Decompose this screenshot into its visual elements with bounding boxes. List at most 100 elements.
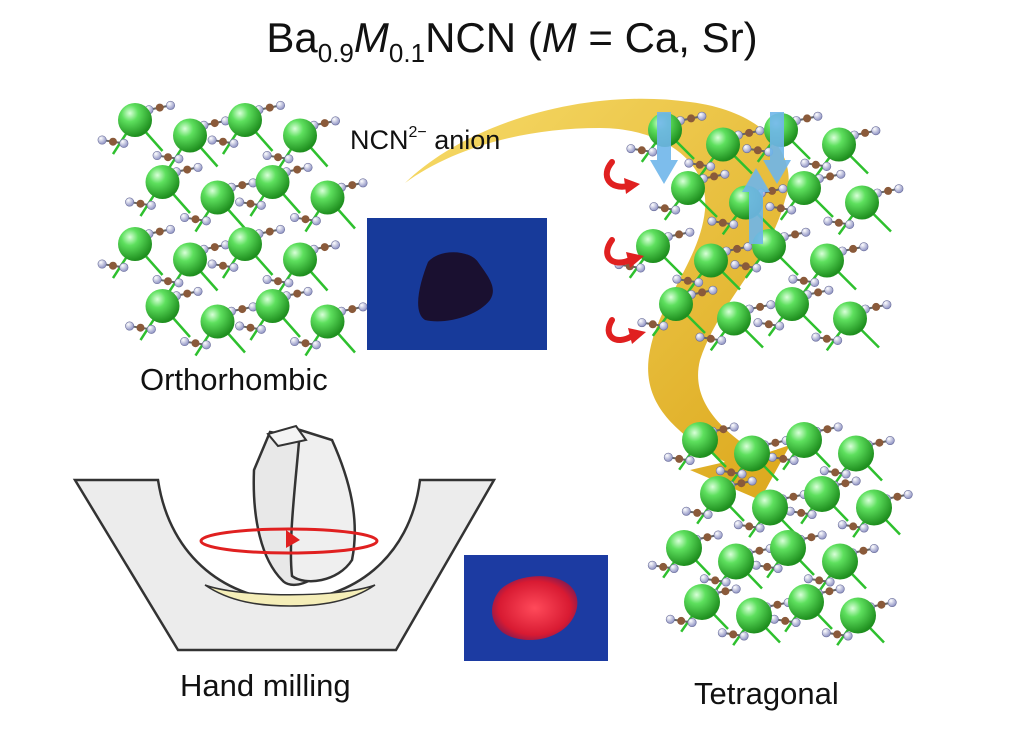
nitrogen-atom [207, 135, 217, 145]
ba-atom [787, 171, 821, 205]
carbon-atom [293, 165, 302, 174]
nitrogen-atom [737, 469, 747, 479]
ba-atom [736, 597, 772, 634]
carbon-atom [781, 616, 790, 625]
carbon-atom [791, 230, 800, 239]
carbon-atom [797, 508, 806, 517]
nitrogen-atom [685, 227, 695, 237]
rotation-arrows [603, 159, 646, 344]
carbon-atom [733, 244, 742, 253]
carbon-atom [729, 630, 738, 639]
nitrogen-atom [833, 422, 843, 432]
carbon-atom [683, 276, 692, 285]
nitrogen-atom [885, 436, 895, 446]
nitrogen-atom [824, 285, 834, 295]
carbon-atom [246, 199, 255, 208]
carbon-atom [677, 616, 686, 625]
carbon-atom [698, 288, 707, 297]
nitrogen-atom [717, 335, 727, 345]
carbon-atom [803, 114, 812, 123]
carbon-atom [210, 119, 219, 128]
carbon-atom [814, 288, 823, 297]
ba-atom [717, 301, 751, 336]
nitrogen-atom [303, 286, 313, 296]
carbon-atom [660, 204, 669, 213]
ba-atom [310, 180, 345, 215]
ba-atom [706, 127, 740, 162]
nitrogen-atom [311, 340, 321, 350]
nitrogen-atom [256, 200, 266, 210]
ba-atom [228, 227, 262, 261]
ba-atom [700, 476, 736, 512]
nitrogen-atom [752, 263, 762, 273]
nitrogen-atom [766, 300, 776, 310]
carbon-atom [183, 289, 192, 298]
rotation-ellipse [199, 527, 379, 555]
carbon-atom [648, 320, 657, 329]
nitrogen-atom [882, 300, 892, 310]
nitrogen-atom [180, 337, 190, 347]
transition-curved-arrow-icon [405, 98, 790, 500]
nitrogen-atom [703, 510, 713, 520]
carbon-atom [841, 479, 850, 488]
nitrogen-atom [707, 216, 717, 226]
nitrogen-atom [887, 598, 897, 608]
ba-atom [666, 530, 702, 566]
tetragonal-crystal-structure [647, 422, 913, 646]
nitrogen-atom [201, 216, 211, 226]
rotation-arrowhead-icon [628, 328, 646, 344]
carbon-atom [274, 153, 282, 162]
nitrogen-atom [715, 466, 725, 476]
nitrogen-atom [207, 259, 217, 269]
nitrogen-atom [869, 544, 879, 554]
carbon-atom [727, 468, 736, 477]
nitrogen-atom [708, 285, 718, 295]
carbon-atom [773, 600, 782, 609]
nitrogen-atom [713, 530, 723, 540]
carbon-atom [274, 277, 282, 286]
carbon-atom [238, 305, 247, 314]
carbon-atom [155, 103, 164, 112]
nitrogen-atom [193, 286, 203, 296]
carbon-atom [136, 199, 145, 208]
carbon-atom [191, 215, 200, 224]
nitrogen-atom [817, 530, 827, 540]
hand-milling-label: Hand milling [180, 668, 351, 703]
carbon-atom [745, 128, 754, 137]
nitrogen-atom [755, 523, 765, 533]
shift-arrows [650, 112, 791, 244]
nitrogen-atom [747, 476, 757, 486]
nitrogen-atom [729, 219, 739, 229]
nitrogen-atom [800, 158, 810, 168]
carbon-atom [745, 522, 754, 531]
nitrogen-atom [166, 224, 176, 234]
ba-atom [145, 289, 180, 323]
carbon-atom [799, 276, 808, 285]
nitrogen-atom [681, 506, 691, 516]
nitrogen-atom [303, 162, 313, 172]
down-arrow-icon [763, 112, 791, 184]
nitrogen-atom [193, 162, 203, 172]
nitrogen-atom [730, 260, 740, 270]
nitrogen-atom [765, 202, 775, 212]
carbon-atom [771, 438, 780, 447]
carbon-atom [753, 146, 762, 155]
carbon-atom [706, 334, 715, 343]
carbon-atom [831, 468, 840, 477]
ba-atom [283, 118, 317, 153]
carbon-atom [695, 160, 704, 169]
ba-atom [788, 584, 824, 620]
rotation-arrow-icon [603, 159, 631, 190]
carbon-atom [693, 508, 702, 517]
figure-title: Ba0.9M0.1NCN (M = Ca, Sr) [266, 14, 758, 68]
carbon-atom [687, 114, 696, 123]
nitrogen-atom [671, 205, 681, 215]
carbon-atom [155, 227, 164, 236]
sample-photo-dark [367, 218, 547, 350]
ba-atom [694, 243, 728, 278]
carbon-atom [833, 630, 842, 639]
ba-atom [173, 118, 207, 153]
nitrogen-atom [663, 452, 673, 462]
ba-atom [752, 489, 788, 526]
